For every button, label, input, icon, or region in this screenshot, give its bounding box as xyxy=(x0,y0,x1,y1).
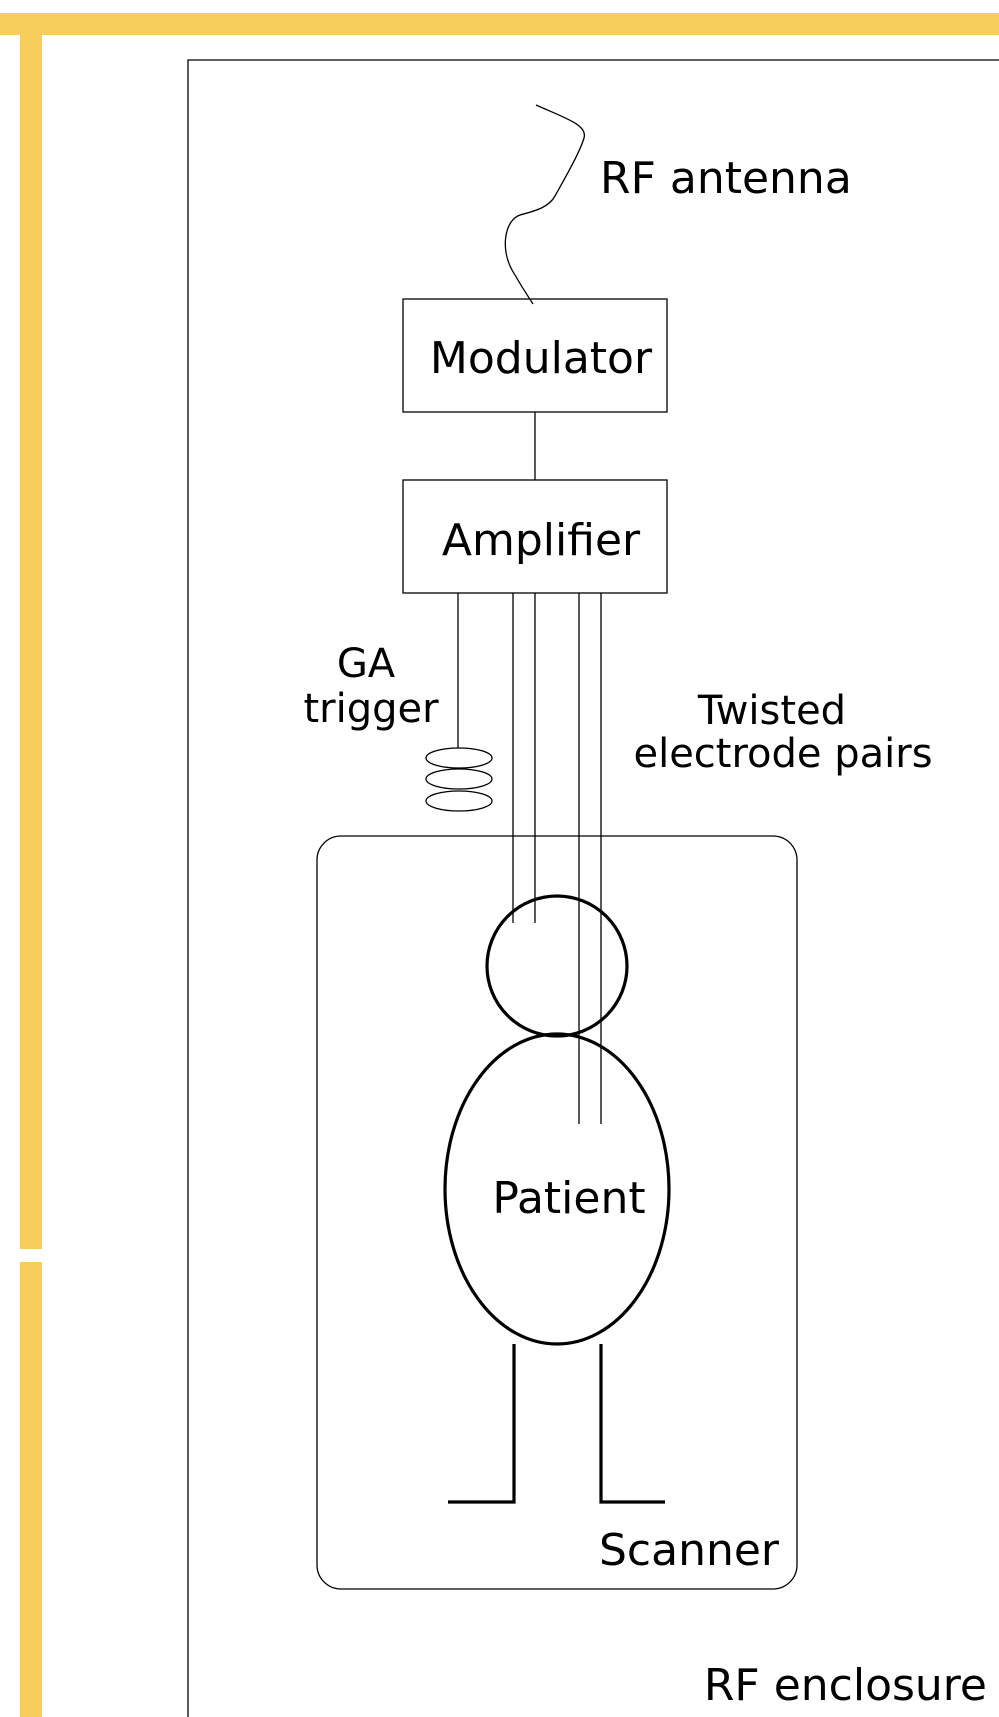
frame-left-bar-lower xyxy=(20,1262,42,1717)
patient-right-leg xyxy=(599,1344,665,1504)
electrode-wires xyxy=(512,593,602,1124)
frame-left-bar-upper xyxy=(20,13,42,1249)
scanner-outline xyxy=(316,835,798,1590)
rf-enclosure-outline xyxy=(187,59,999,1717)
scanner-label: Scanner xyxy=(599,1525,780,1576)
patient-body xyxy=(443,1032,671,1346)
twisted-pairs-label-line1: Twisted xyxy=(697,688,846,734)
amplifier-label: Amplifier xyxy=(442,515,641,566)
frame-top-bar xyxy=(0,13,999,35)
ga-trigger-label-line2: trigger xyxy=(303,686,439,732)
patient-figure xyxy=(443,894,671,1504)
rf-enclosure-label: RF enclosure xyxy=(704,1660,987,1711)
twisted-pairs-label-line2: electrode pairs xyxy=(633,731,932,777)
modulator-label: Modulator xyxy=(430,333,653,384)
rf-antenna-wire xyxy=(504,104,586,305)
ga-trigger-coil xyxy=(425,747,493,812)
patient-head xyxy=(485,894,629,1038)
patient-label: Patient xyxy=(492,1173,645,1224)
ga-trigger-label-line1: GA xyxy=(337,641,396,687)
patient-left-leg xyxy=(448,1344,516,1504)
rf-antenna-label: RF antenna xyxy=(600,153,852,204)
